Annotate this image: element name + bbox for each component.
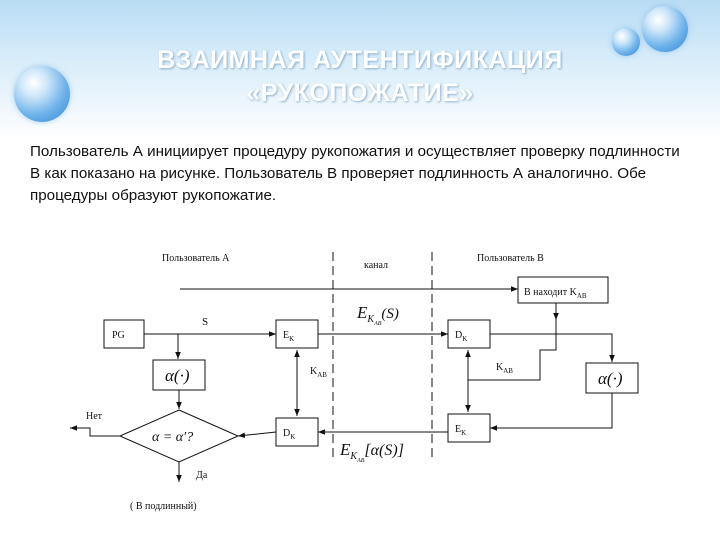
slide-title-line2: «РУКОПОЖАТИЕ» [246, 79, 474, 107]
ek-left-label: EK [283, 330, 294, 343]
slide-title-line1: ВЗАИМНАЯ АУТЕНТИФИКАЦИЯ [157, 46, 563, 74]
bubble-decoration-right-small [612, 28, 640, 56]
alpha-right-to-ek-arrow [490, 393, 613, 431]
decision-label: α = α′? [152, 430, 193, 445]
authentic-label: ( В подлинный) [130, 501, 197, 512]
s-label: S [202, 316, 208, 328]
formula-top: EKAB(S) [356, 303, 399, 327]
user-b-label: Пользователь В [477, 253, 544, 264]
handshake-diagram: Пользователь А канал Пользователь В В на… [70, 252, 639, 512]
no-arrow [70, 425, 120, 437]
kab-right-label: KAB [496, 362, 513, 375]
kab-right-connector [468, 304, 557, 381]
dk-to-alpha-right-arrow [490, 333, 615, 362]
bubble-decoration-left [14, 66, 70, 122]
channel-label: канал [364, 260, 388, 271]
yes-label: Да [196, 470, 208, 481]
slide-paragraph: Пользователь А инициирует процедуру руко… [30, 143, 680, 204]
dk-left-to-decision-arrow [237, 431, 277, 439]
user-a-label: Пользователь А [162, 253, 230, 264]
dk-left-label: DK [283, 428, 295, 441]
b-finds-key-box [517, 276, 609, 304]
dk-right-label: DK [455, 330, 467, 343]
no-label: Нет [86, 411, 103, 422]
bubble-decoration-right-large [642, 6, 688, 52]
alpha-left-label: α(·) [165, 366, 190, 385]
alpha-right-label: α(·) [598, 369, 623, 388]
ek-right-box [447, 413, 491, 443]
kab-left-label: KAB [310, 366, 327, 379]
pg-label: PG [112, 330, 125, 341]
formula-bottom: EKAB[α(S)] [339, 440, 404, 464]
b-finds-key-label: В находит KAB [524, 287, 587, 300]
slide-header: ВЗАИМНАЯ АУТЕНТИФИКАЦИЯ «РУКОПОЖАТИЕ» [0, 0, 720, 140]
ek-right-label: EK [455, 424, 466, 437]
